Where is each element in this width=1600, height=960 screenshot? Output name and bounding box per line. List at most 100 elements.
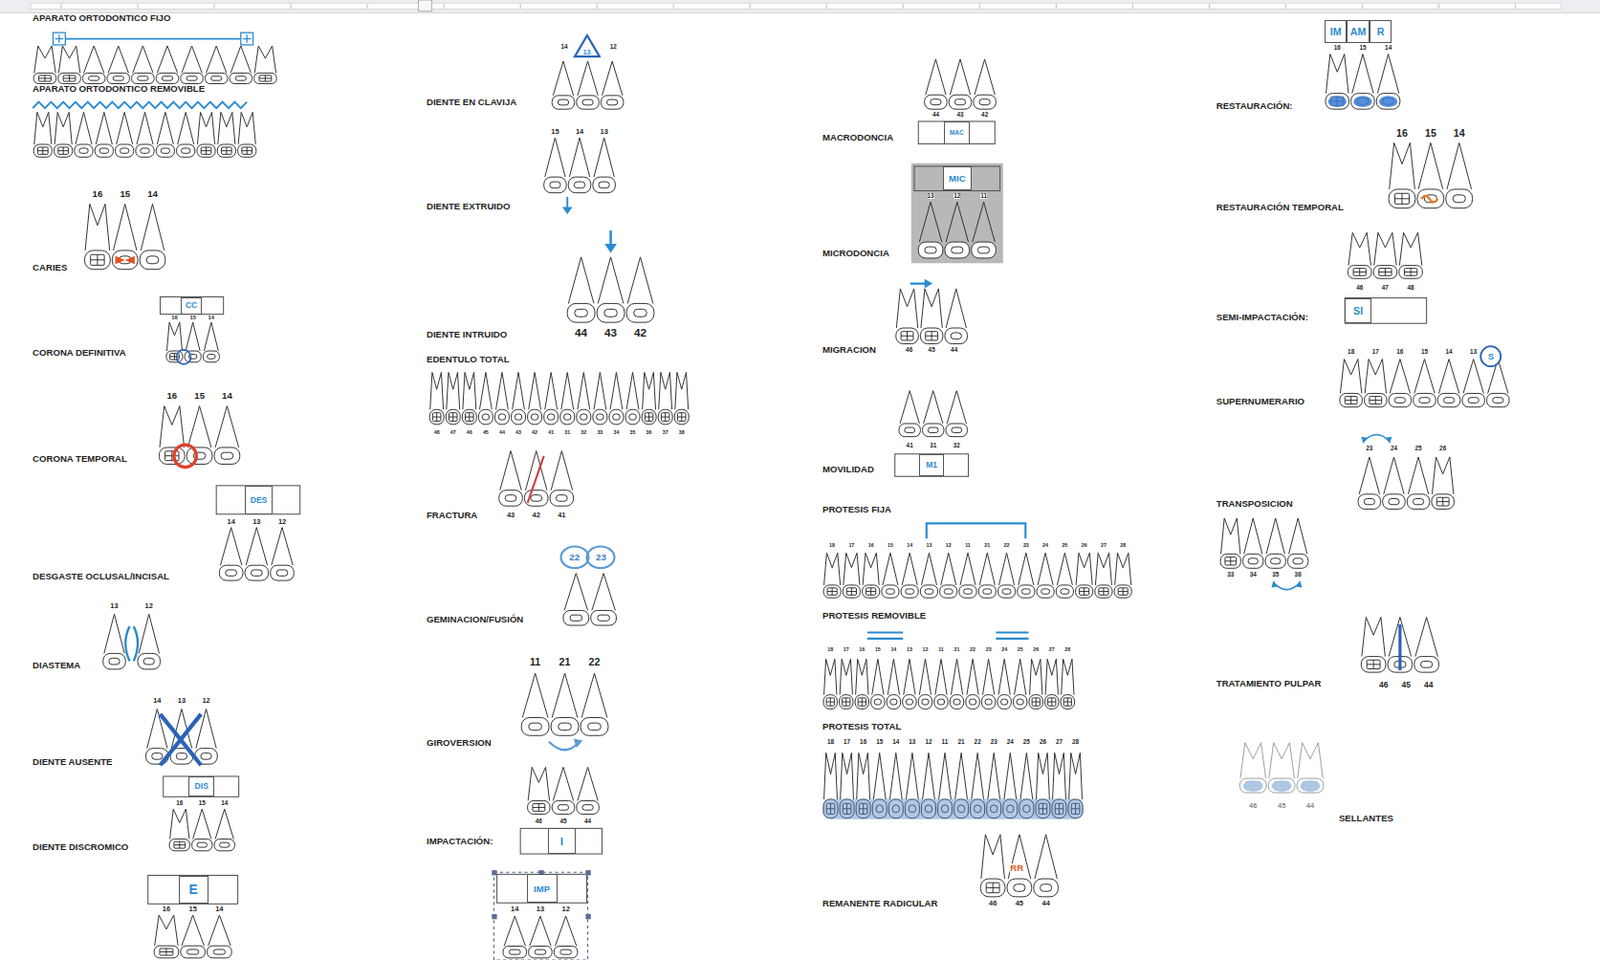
tooth xyxy=(567,257,595,323)
tooth-root xyxy=(1352,54,1374,94)
tooth-number: 14 xyxy=(892,739,899,746)
crown-detail xyxy=(220,452,234,460)
crown-detail xyxy=(465,416,475,418)
label-text: DIASTEMA xyxy=(32,660,81,671)
tooth-root xyxy=(545,137,566,177)
tooth-crown xyxy=(1243,553,1264,569)
tooth-crown xyxy=(948,94,971,110)
crown-detail xyxy=(197,842,207,848)
tooth-number: 15 xyxy=(1358,44,1366,51)
tooth-crown xyxy=(641,409,657,425)
tooth-crown xyxy=(111,250,138,270)
removable-prosthesis-line xyxy=(995,631,1029,634)
tooth-root xyxy=(1020,752,1033,800)
code-text: IM xyxy=(1330,26,1342,38)
tooth-root xyxy=(95,111,112,145)
selection-handle xyxy=(585,870,591,876)
tooth xyxy=(973,59,996,110)
crown-detail xyxy=(842,701,851,703)
tooth-root xyxy=(430,372,444,410)
tooth-root xyxy=(856,752,871,800)
crown-detail xyxy=(1079,588,1090,595)
selection-handle xyxy=(491,870,497,876)
crown-detail xyxy=(37,150,48,152)
tooth xyxy=(202,322,220,363)
crown-detail xyxy=(514,414,523,420)
tooth-crown xyxy=(568,176,591,194)
crown-detail xyxy=(866,588,877,595)
tooth-number: 22 xyxy=(974,739,982,746)
sealant-fill xyxy=(1299,780,1320,792)
tooth-crown xyxy=(550,717,579,736)
tooth-root xyxy=(1415,617,1438,658)
tooth-number: 22 xyxy=(589,657,601,668)
tooth xyxy=(139,203,166,269)
tooth xyxy=(1414,617,1440,674)
crown-detail xyxy=(88,76,100,81)
tooth-root xyxy=(922,752,936,800)
crown-detail xyxy=(207,354,216,360)
tooth xyxy=(1347,232,1372,279)
tooth-number: 34 xyxy=(1249,571,1257,578)
tooth xyxy=(85,203,111,269)
tooth xyxy=(524,451,548,507)
tooth-number: 45 xyxy=(1015,899,1024,907)
tooth-root xyxy=(512,372,526,410)
tooth-number: 18 xyxy=(827,739,834,746)
crown-detail xyxy=(569,614,583,621)
tooth-number: 22 xyxy=(1004,543,1010,548)
crown-detail xyxy=(677,416,686,418)
tooth-crown xyxy=(166,350,183,363)
arrow-head xyxy=(1360,437,1367,444)
tooth xyxy=(429,372,444,424)
tooth-root xyxy=(855,658,869,695)
crown-detail xyxy=(530,414,539,420)
tooth xyxy=(551,767,574,814)
ruler-tick xyxy=(1285,3,1287,8)
tooth-number: 11 xyxy=(964,543,971,548)
code-cell: MIC xyxy=(942,166,972,192)
crown-detail xyxy=(504,495,517,503)
tooth-number: 26 xyxy=(1081,543,1088,548)
tooth-crown xyxy=(567,303,595,323)
crown-detail xyxy=(1363,499,1375,505)
code-box xyxy=(895,454,969,477)
crown-detail xyxy=(211,76,222,81)
code-text: DES xyxy=(250,496,268,505)
tooth-root xyxy=(591,573,616,612)
tooth-number: 21 xyxy=(559,657,571,668)
tooth-number: 13 xyxy=(109,602,118,610)
transposition-arrow xyxy=(1274,583,1300,590)
tooth xyxy=(107,45,130,84)
tooth-root xyxy=(185,322,200,351)
tooth xyxy=(823,552,841,598)
tooth-number: 16 xyxy=(171,315,178,322)
code-text: 23 xyxy=(595,552,607,563)
label-text: DIENTE EN CLAVIJA xyxy=(426,97,517,108)
crown-detail xyxy=(432,413,441,422)
label-text: TRATAMIENTO PULPAR xyxy=(1216,679,1322,689)
tooth-root xyxy=(197,111,215,145)
tooth xyxy=(33,45,56,84)
tooth-root xyxy=(945,201,968,242)
crown-detail xyxy=(1468,397,1479,404)
tooth-root xyxy=(862,552,879,586)
restoration-fill xyxy=(1328,95,1347,108)
crown-detail xyxy=(1016,699,1024,705)
tooth-number: 14 xyxy=(215,905,223,913)
crown-detail xyxy=(259,77,272,79)
tooth-root xyxy=(824,752,838,800)
tooth-root xyxy=(1115,552,1132,586)
tooth xyxy=(862,552,880,598)
crown-detail xyxy=(660,413,670,422)
tooth-number: 15 xyxy=(194,391,205,401)
tooth-root xyxy=(208,915,231,946)
tooth-root xyxy=(245,527,267,567)
label-text: DIENTE INTRUIDO xyxy=(426,329,507,340)
crown-detail xyxy=(175,753,187,761)
tooth-number: 26 xyxy=(1439,445,1447,452)
tooth-crown xyxy=(551,95,574,110)
tooth-number: 14 xyxy=(1453,128,1466,139)
tooth-crown xyxy=(973,94,996,110)
